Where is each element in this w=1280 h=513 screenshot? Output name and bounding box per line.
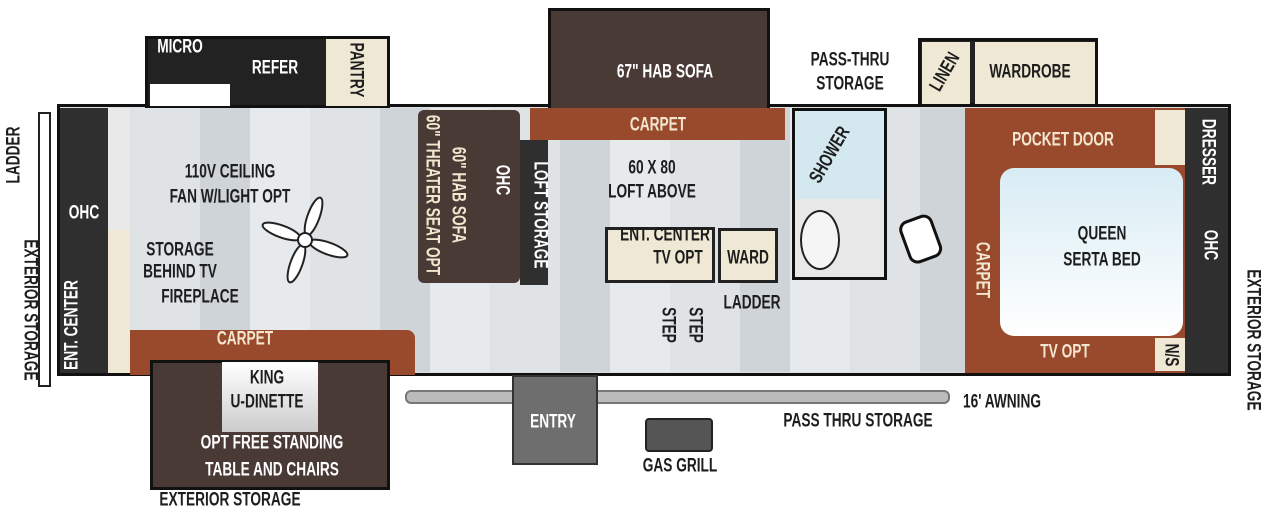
loft-storage-label: LOFT STORAGE (529, 161, 551, 269)
pantry-label: PANTRY (345, 42, 367, 98)
wardrobe (975, 42, 1095, 104)
rear-ext-storage-label: EXTERIOR STORAGE (1242, 269, 1264, 411)
linen (922, 42, 970, 104)
fireplace (108, 230, 130, 373)
fireplace-label: FIREPLACE (161, 286, 239, 308)
ward (718, 228, 778, 283)
bed-label-2: SERTA BED (1063, 249, 1141, 271)
ladder-rail (38, 112, 51, 387)
pass-thru-label-2: STORAGE (816, 73, 884, 95)
step-label-1: STEP (657, 307, 679, 343)
ns-label: N/S (1160, 343, 1182, 367)
dresser (1185, 108, 1228, 373)
fan-label-1: 110V CEILING (184, 161, 276, 183)
dinette-table (222, 362, 318, 432)
storage-label-2: BEHIND TV (143, 261, 217, 283)
table-label-1: OPT FREE STANDING (200, 432, 344, 454)
gas-grill-label: GAS GRILL (642, 455, 718, 477)
bedroom-ohc-label: OHC (1199, 229, 1221, 261)
bedroom-carpet-label: CARPET (971, 241, 993, 299)
sofa-top-label: 67" HAB SOFA (616, 61, 714, 83)
ward-label: WARD (727, 247, 769, 269)
entry-steps (512, 375, 598, 465)
nightstand (1155, 338, 1185, 371)
pass-thru-bottom-label: PASS THRU STORAGE (783, 410, 933, 432)
hab-sofa-label: 60" HAB SOFA (447, 146, 469, 244)
carpet-top-label: CARPET (629, 114, 687, 136)
ladder-label: LADDER (3, 126, 25, 184)
front-ext-storage-label: EXTERIOR STORAGE (19, 239, 41, 381)
sofa-top (551, 11, 767, 108)
theater-seat (418, 110, 520, 283)
front-cabinet (60, 108, 108, 373)
entry-label: ENTRY (530, 411, 576, 433)
queen-bed (1000, 168, 1183, 336)
awning (405, 390, 950, 404)
nightstand-top (1155, 110, 1185, 165)
ladder-mid-label: LADDER (723, 292, 781, 314)
bed-label-1: QUEEN (1077, 223, 1127, 245)
dresser-label: DRESSER (1197, 118, 1219, 186)
ohc-mid-label: OHC (491, 164, 513, 196)
loft-storage (520, 140, 548, 285)
stove (150, 84, 230, 106)
gas-grill-icon (645, 418, 713, 452)
fan-label-2: FAN W/LIGHT OPT (169, 186, 291, 208)
wardrobe-label: WARDROBE (989, 61, 1071, 83)
tv-opt-label: TV OPT (653, 247, 703, 269)
micro-label: MICRO (157, 36, 203, 58)
pocket-door-label: POCKET DOOR (1012, 129, 1114, 151)
ent-center (605, 227, 715, 283)
chair-icon (899, 214, 943, 264)
carpet-bottom-label: CARPET (216, 328, 274, 350)
pantry (326, 39, 387, 106)
front-ent-center-label: ENT. CENTER (61, 280, 83, 370)
carpet-top (530, 108, 785, 140)
front-ohc-label: OHC (68, 202, 100, 224)
ceiling-fan-icon (261, 196, 349, 284)
awning-label: 16' AWNING (962, 391, 1042, 413)
dinette-label-2: U-DINETTE (230, 391, 304, 413)
ext-storage-bottom-label: EXTERIOR STORAGE (159, 489, 301, 511)
fireplace-stone (108, 108, 130, 230)
dinette-label-1: KING (249, 367, 285, 389)
storage-label-1: STORAGE (146, 239, 214, 261)
bedroom-tv-opt-label: TV OPT (1040, 341, 1090, 363)
step-label-2: STEP (684, 307, 706, 343)
table-label-2: TABLE AND CHAIRS (205, 459, 339, 481)
shower (796, 111, 884, 199)
loft-label-1: 60 X 80 (628, 157, 676, 179)
refer-label: REFER (251, 57, 299, 79)
theater-seat-label: 60" THEATER SEAT OPT (421, 114, 443, 276)
pass-thru-label-1: PASS-THRU (810, 49, 890, 71)
toilet-icon (800, 210, 840, 270)
ent-center-label: ENT. CENTER (620, 224, 710, 246)
loft-label-2: LOFT ABOVE (608, 181, 696, 203)
